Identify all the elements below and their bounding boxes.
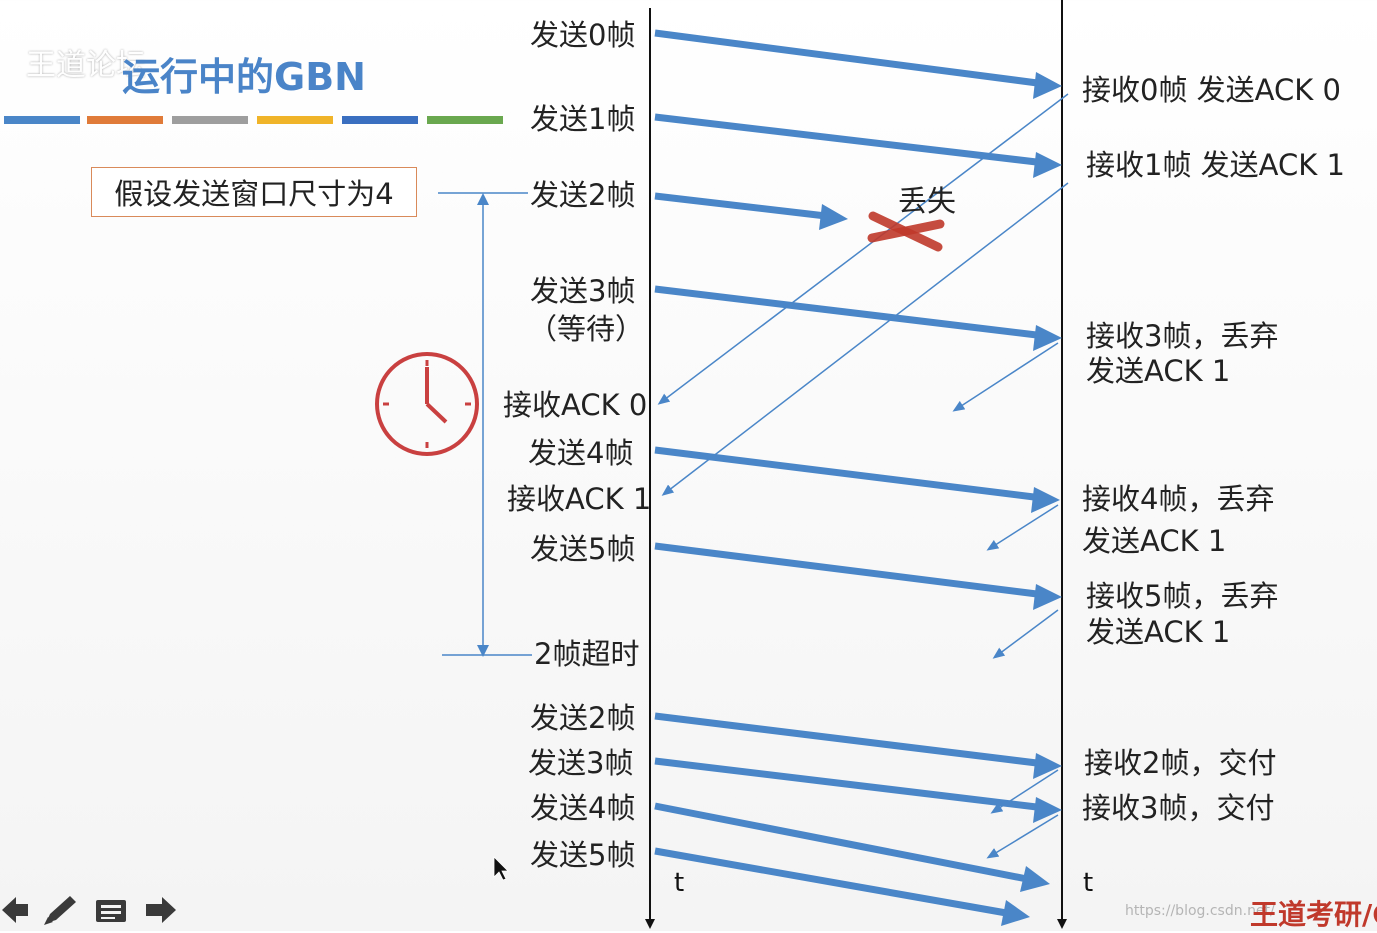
frame-0-arrow — [654, 29, 1046, 88]
color-bar-1 — [4, 116, 80, 124]
sender-resend-frame-5: 发送5帧 — [530, 838, 636, 872]
nav-back-icon[interactable] — [2, 897, 28, 923]
clock-icon — [375, 352, 479, 456]
ack-3-arrow — [986, 814, 1059, 859]
receiver-time-label: t — [1083, 868, 1094, 898]
receiver-recv-1: 接收1帧 发送ACK 1 — [1086, 148, 1345, 182]
frame-1-arrow — [654, 113, 1046, 167]
cursor-icon — [493, 856, 509, 881]
sender-send-frame-0: 发送0帧 — [530, 18, 636, 52]
sender-wait: （等待） — [528, 312, 645, 346]
resend-frame-3-arrow — [654, 757, 1046, 812]
slideshow-toolbar — [2, 896, 176, 925]
window-bracket — [438, 192, 532, 657]
sender-send-frame-4: 发送4帧 — [528, 436, 634, 470]
ack-1-arrow — [661, 182, 1069, 496]
pen-icon[interactable] — [44, 896, 76, 925]
resend-frame-5-arrow — [654, 847, 1013, 918]
slide-title: 运行中的GBN — [122, 55, 366, 99]
sender-resend-frame-3: 发送3帧 — [528, 746, 634, 780]
notes-icon[interactable] — [96, 900, 126, 922]
color-bar-5 — [342, 116, 418, 124]
lost-cross-icon — [867, 211, 945, 252]
sender-recv-ack-0: 接收ACK 0 — [503, 388, 648, 422]
ack-1-dup-a — [952, 342, 1059, 412]
sender-send-frame-5: 发送5帧 — [530, 532, 636, 566]
resend-frame-4-arrow — [654, 802, 1033, 884]
receiver-recv-4-discard: 接收4帧，丢弃 — [1082, 482, 1275, 516]
receiver-recv-3-discard: 接收3帧，丢弃 — [1086, 319, 1279, 353]
watermark-top: 王道论坛 — [26, 48, 146, 83]
receiver-send-ack-1-c: 发送ACK 1 — [1086, 615, 1231, 649]
footer-watermark: 王道考研/C — [1250, 898, 1377, 931]
sender-send-frame-2: 发送2帧 — [530, 178, 636, 212]
ack-1-dup-c — [992, 609, 1059, 659]
ack-1-dup-b — [986, 504, 1059, 551]
sender-resend-frame-2: 发送2帧 — [530, 701, 636, 735]
nav-forward-icon[interactable] — [146, 897, 176, 923]
resend-frame-2-arrow — [654, 712, 1046, 768]
receiver-recv-0: 接收0帧 发送ACK 0 — [1082, 73, 1341, 107]
receiver-recv-5-discard: 接收5帧，丢弃 — [1086, 579, 1279, 613]
frame-2-arrow — [654, 192, 827, 220]
url-watermark: https://blog.csdn.net/ — [1125, 903, 1275, 919]
receiver-send-ack-1-b: 发送ACK 1 — [1082, 524, 1227, 558]
receiver-recv-3-deliver: 接收3帧，交付 — [1082, 791, 1275, 825]
ack-0-arrow — [657, 93, 1069, 405]
frame-3-arrow — [654, 285, 1046, 340]
color-bar-3 — [172, 116, 248, 124]
receiver-recv-2-deliver: 接收2帧，交付 — [1084, 746, 1277, 780]
ack-2-arrow — [990, 769, 1059, 814]
frame-4-arrow — [654, 446, 1043, 502]
sender-timeout: 2帧超时 — [534, 637, 640, 671]
window-size-note: 假设发送窗口尺寸为4 — [91, 167, 417, 217]
frame-5-arrow — [654, 542, 1046, 599]
sender-time-label: t — [674, 868, 685, 898]
sender-send-frame-1: 发送1帧 — [530, 102, 636, 136]
lost-label: 丢失 — [898, 184, 957, 218]
color-bar-6 — [427, 116, 503, 124]
sender-recv-ack-1: 接收ACK 1 — [507, 482, 652, 516]
sender-resend-frame-4: 发送4帧 — [530, 791, 636, 825]
receiver-send-ack-1-a: 发送ACK 1 — [1086, 354, 1231, 388]
sender-send-frame-3: 发送3帧 — [530, 274, 636, 308]
ack-arrows — [657, 93, 1069, 859]
color-bar-4 — [257, 116, 333, 124]
color-bar-2 — [87, 116, 163, 124]
data-frame-arrowheads — [819, 72, 1062, 926]
data-frame-arrows — [654, 29, 1046, 918]
